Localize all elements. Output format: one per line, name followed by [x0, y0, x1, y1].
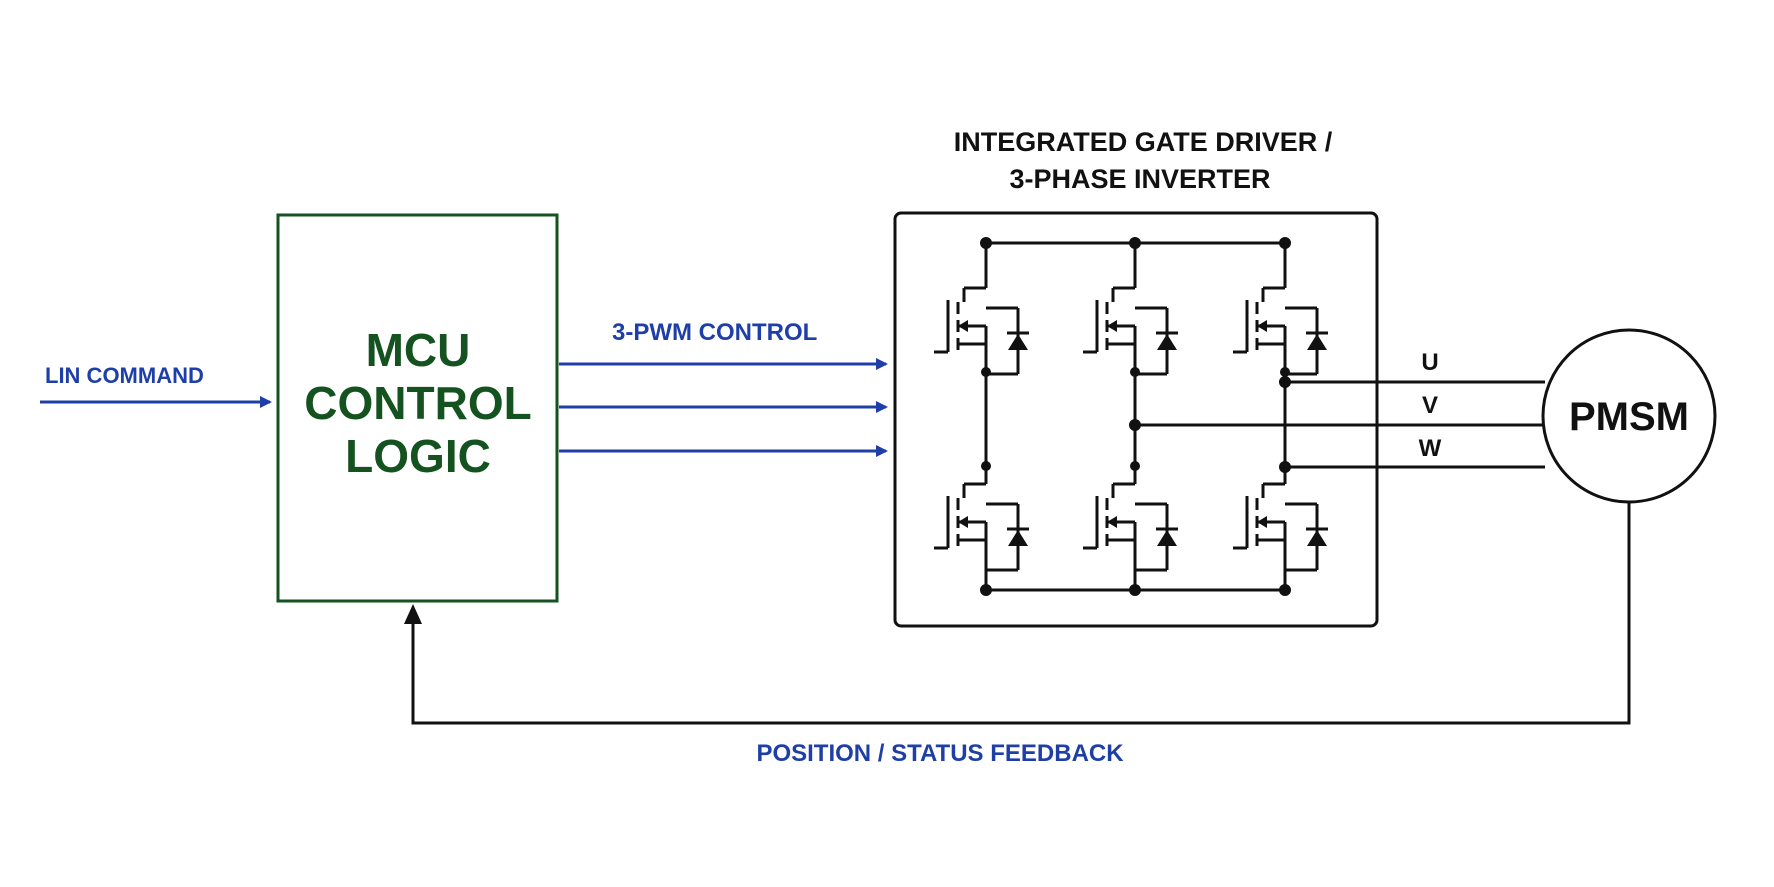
switch-v-low [1077, 455, 1180, 582]
switch-w-low [1227, 455, 1330, 582]
motor-label: PMSM [1569, 395, 1689, 439]
switch-u-low [928, 455, 1031, 582]
switch-w-high [1227, 260, 1330, 386]
phase-u-label: U [1421, 349, 1438, 376]
feedback-arrowhead [404, 604, 422, 624]
lin-command-label: LIN COMMAND [45, 363, 204, 388]
mcu-label-line3: LOGIC [345, 430, 491, 482]
phase-w-label: W [1419, 435, 1442, 462]
mcu-label-line1: MCU [366, 324, 471, 376]
switch-u-high [928, 260, 1031, 386]
phase-v-label: V [1422, 392, 1438, 419]
inverter-title-line2: 3-PHASE INVERTER [1009, 164, 1270, 194]
mcu-block [276, 213, 559, 603]
feedback-label: POSITION / STATUS FEEDBACK [756, 740, 1124, 767]
inverter-title-line1: INTEGRATED GATE DRIVER / [954, 127, 1333, 157]
feedback-path [411, 502, 1631, 725]
mcu-label-line2: CONTROL [304, 377, 531, 429]
switch-v-high [1077, 260, 1180, 386]
pwm-control-label: 3-PWM CONTROL [612, 319, 817, 346]
